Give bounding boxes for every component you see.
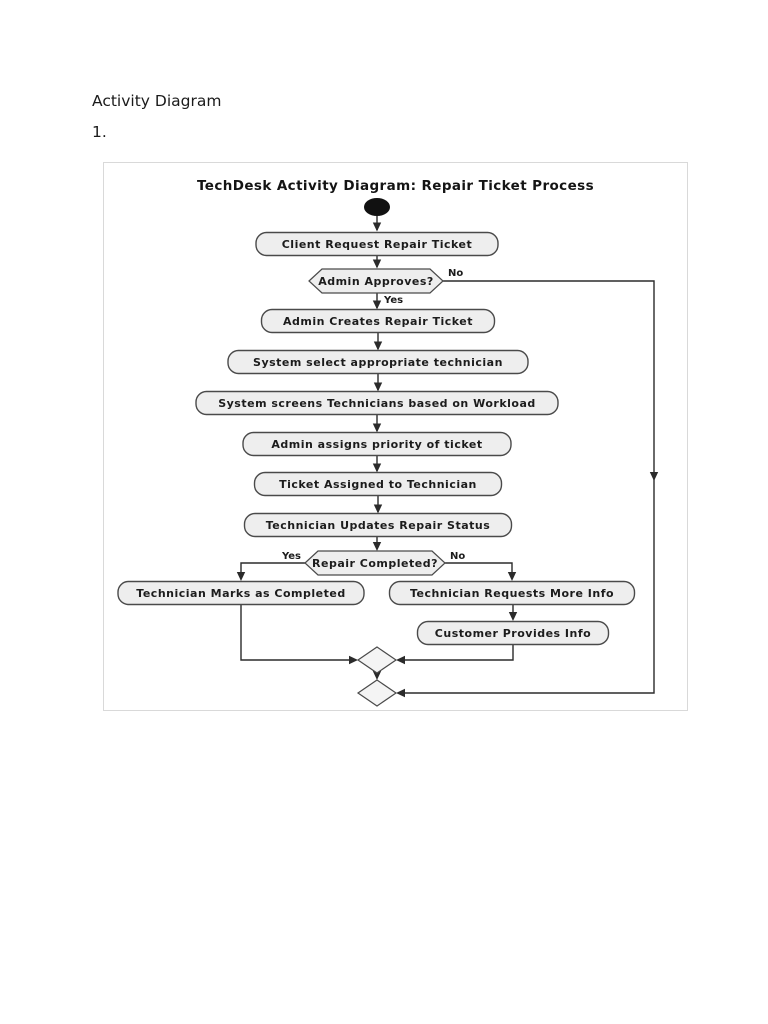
arrowhead-icon bbox=[372, 463, 382, 473]
node-label: Admin assigns priority of ticket bbox=[271, 438, 482, 451]
node-admin-creates-repair-ticket: Admin Creates Repair Ticket bbox=[260, 308, 496, 334]
node-label: Repair Completed? bbox=[312, 557, 438, 570]
node-label: Admin Creates Repair Ticket bbox=[283, 315, 473, 328]
merge-diamond-icon bbox=[356, 679, 398, 707]
arrowhead-icon bbox=[236, 572, 246, 581]
node-merge-1 bbox=[356, 646, 398, 674]
edge-completed-no: No bbox=[445, 551, 517, 581]
arrowhead-icon bbox=[349, 655, 358, 665]
node-label: Technician Requests More Info bbox=[410, 587, 614, 600]
edge-label: No bbox=[448, 268, 463, 279]
page-title: Activity Diagram bbox=[92, 92, 222, 110]
edge-provides-to-merge1 bbox=[396, 644, 514, 665]
node-label: Customer Provides Info bbox=[435, 627, 591, 640]
edge-completed-yes: Yes bbox=[236, 551, 305, 581]
node-admin-assigns-priority: Admin assigns priority of ticket bbox=[242, 431, 512, 457]
edge-updates-to-completed bbox=[372, 536, 382, 551]
node-label: Technician Marks as Completed bbox=[136, 587, 345, 600]
node-label: Client Request Repair Ticket bbox=[282, 238, 473, 251]
node-customer-provides-info: Customer Provides Info bbox=[416, 620, 610, 646]
node-label: Ticket Assigned to Technician bbox=[279, 478, 477, 491]
edge-creates-to-select bbox=[373, 332, 383, 351]
node-technician-marks-completed: Technician Marks as Completed bbox=[117, 580, 365, 606]
merge-diamond-icon bbox=[356, 646, 398, 674]
edge-label: Yes bbox=[383, 295, 403, 306]
edge-assigned-to-updates bbox=[373, 495, 383, 514]
edge-client-to-approves bbox=[372, 255, 382, 269]
arrowhead-icon bbox=[372, 423, 382, 433]
arrowhead-icon bbox=[396, 655, 405, 665]
diagram-title: TechDesk Activity Diagram: Repair Ticket… bbox=[196, 178, 595, 194]
node-start bbox=[364, 198, 390, 216]
node-system-select-technician: System select appropriate technician bbox=[227, 349, 529, 375]
edge-assigns-to-assigned bbox=[372, 455, 382, 473]
node-repair-completed: Repair Completed? bbox=[304, 550, 446, 576]
edge-approves-no-bypass: No bbox=[396, 268, 659, 698]
node-label: System screens Technicians based on Work… bbox=[218, 397, 536, 410]
node-merge-2 bbox=[356, 679, 398, 707]
arrowhead-icon bbox=[649, 472, 659, 481]
edge-select-to-screens bbox=[373, 373, 383, 392]
arrowhead-icon bbox=[372, 222, 382, 232]
node-technician-updates-status: Technician Updates Repair Status bbox=[243, 512, 513, 538]
edge-start-to-client bbox=[372, 216, 382, 232]
node-technician-requests-info: Technician Requests More Info bbox=[388, 580, 636, 606]
node-ticket-assigned: Ticket Assigned to Technician bbox=[253, 471, 503, 497]
arrowhead-icon bbox=[507, 572, 517, 581]
node-label: System select appropriate technician bbox=[253, 356, 503, 369]
node-admin-approves: Admin Approves? bbox=[308, 268, 444, 294]
arrowhead-icon bbox=[372, 542, 382, 551]
arrowhead-icon bbox=[508, 612, 518, 621]
node-label: Admin Approves? bbox=[318, 275, 434, 288]
node-client-request-repair-ticket: Client Request Repair Ticket bbox=[255, 231, 499, 257]
node-system-screens-technicians: System screens Technicians based on Work… bbox=[195, 390, 559, 416]
arrowhead-icon bbox=[372, 300, 382, 310]
start-node-icon bbox=[364, 198, 390, 216]
edge-marks-to-merge1 bbox=[240, 604, 358, 665]
edge-label: Yes bbox=[281, 551, 301, 562]
edge-label: No bbox=[450, 551, 465, 562]
list-number: 1. bbox=[92, 123, 107, 141]
edge-requests-to-provides bbox=[508, 604, 518, 621]
node-label: Technician Updates Repair Status bbox=[266, 519, 491, 532]
arrowhead-icon bbox=[372, 671, 382, 680]
arrowhead-icon bbox=[372, 259, 382, 269]
arrowhead-icon bbox=[396, 688, 405, 698]
edge-merge1-to-merge2 bbox=[372, 671, 382, 680]
edge-approves-yes: Yes bbox=[372, 293, 403, 310]
arrowhead-icon bbox=[373, 382, 383, 392]
edge-screens-to-assigns bbox=[372, 414, 382, 433]
arrowhead-icon bbox=[373, 341, 383, 351]
arrowhead-icon bbox=[373, 504, 383, 514]
